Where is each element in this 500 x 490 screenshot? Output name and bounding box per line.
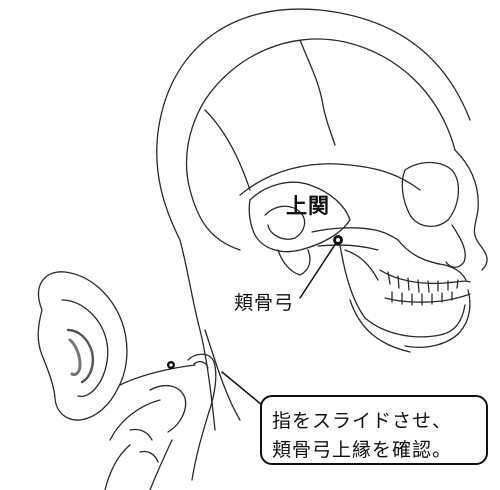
- acupoint-marker-inner: [336, 238, 340, 242]
- bone-label: 頬骨弓: [234, 294, 294, 313]
- fingertip-point-inner: [169, 363, 172, 366]
- acupoint-label: 上関: [286, 196, 330, 217]
- instruction-line-2: 頬骨弓上縁を確認。: [272, 435, 452, 462]
- instruction-callout: 指をスライドさせ、 頬骨弓上縁を確認。: [260, 395, 488, 465]
- instruction-line-1: 指をスライドさせ、: [272, 406, 452, 433]
